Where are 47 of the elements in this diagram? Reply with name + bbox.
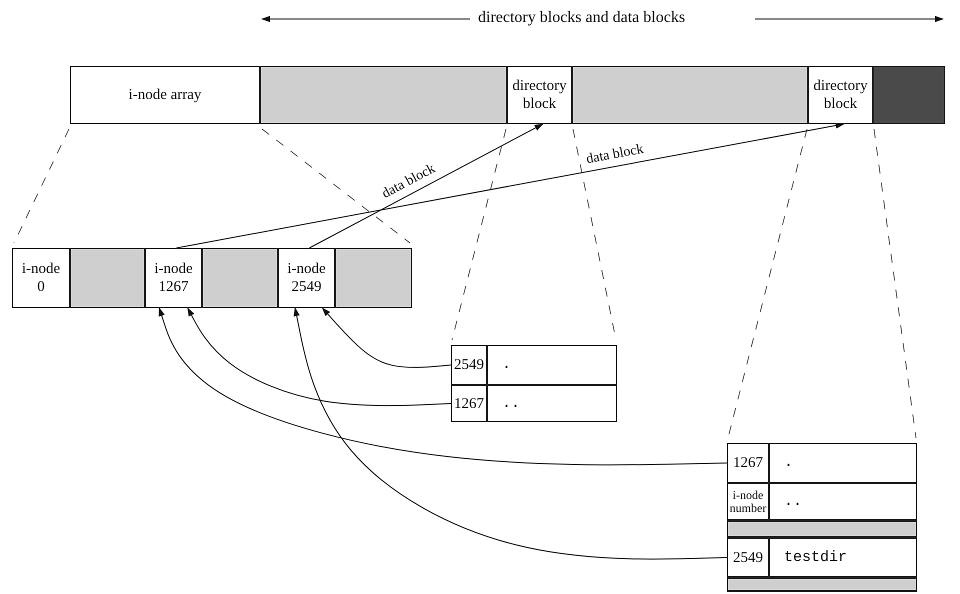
- table-cell: [70, 66, 260, 124]
- shaded-block: [873, 66, 945, 124]
- cell-text: testdir: [784, 548, 848, 566]
- cell-text: directory block: [812, 77, 869, 113]
- cell-text: .: [502, 356, 512, 374]
- table-cell: [487, 345, 617, 385]
- table-cell: [769, 483, 917, 520]
- table-cell: [12, 248, 70, 308]
- table-cell: [451, 345, 487, 385]
- shaded-strip: [727, 520, 917, 538]
- span-label: directory blocks and data blocks: [478, 9, 686, 27]
- shaded-block: [335, 248, 412, 308]
- cell-text: i-node 2549: [286, 260, 327, 296]
- table-cell: [727, 443, 769, 483]
- table-cell: [278, 248, 335, 308]
- cell-text: 2549: [454, 356, 484, 374]
- arrow: [322, 307, 452, 368]
- cell-text: ..: [784, 492, 802, 510]
- cell-text: 2549: [733, 548, 763, 566]
- cell-text: 1267: [733, 454, 763, 472]
- table-cell: [769, 538, 917, 577]
- table-cell: [727, 538, 769, 577]
- cell-text: i-node 0: [20, 260, 62, 296]
- table-cell: [451, 385, 487, 422]
- table-cell: [145, 248, 202, 308]
- cell-text: directory block: [511, 77, 568, 113]
- shaded-block: [70, 248, 145, 308]
- arrow: [187, 307, 452, 406]
- cell-text: i-node array: [128, 86, 202, 104]
- shaded-block: [202, 248, 278, 308]
- cell-text: ..: [502, 394, 520, 412]
- cell-text: 1267: [454, 394, 484, 412]
- table-cell: [727, 483, 769, 520]
- shaded-block: [260, 66, 507, 124]
- shaded-block: [572, 66, 808, 124]
- cell-text: .: [784, 454, 794, 472]
- table-cell: [808, 66, 873, 124]
- arrow: [176, 122, 845, 248]
- table-cell: [769, 443, 917, 483]
- table-cell: [487, 385, 617, 422]
- shaded-strip: [727, 577, 917, 592]
- arrow: [294, 307, 728, 560]
- arrow: [158, 307, 728, 466]
- arrow: [308, 124, 544, 248]
- cell-text: i-node 1267: [153, 260, 194, 296]
- cell-text: i-node number: [728, 488, 768, 514]
- table-cell: [507, 66, 572, 124]
